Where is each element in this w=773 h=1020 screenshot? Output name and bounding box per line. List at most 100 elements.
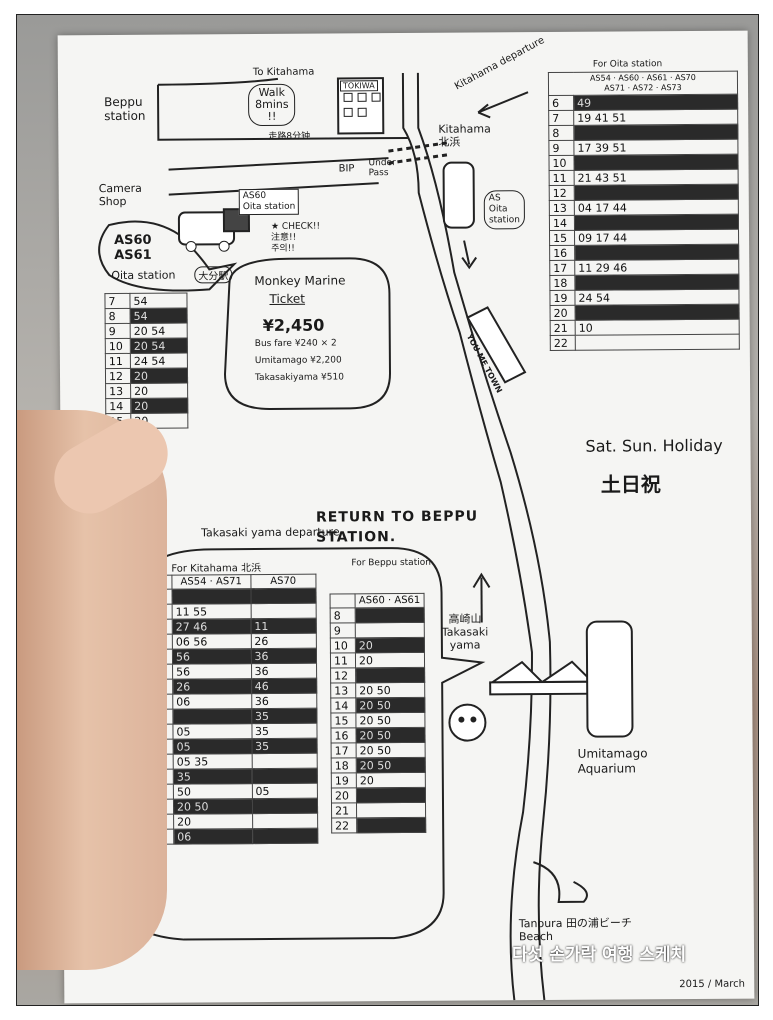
as60-oita-station-bubble: AS60 Oita station [238, 188, 300, 216]
takasaki-kitahama-title: For Kitahama 北浜 [171, 563, 262, 575]
takasaki-kitahama-timetable-row: 130636 [147, 693, 317, 710]
takasaki-beppu-timetable-row: 12 [330, 667, 425, 684]
minutes-cell [574, 244, 739, 261]
umitamago-label: Umitamago Aquarium [577, 746, 648, 776]
hour-cell: 20 [550, 305, 576, 321]
ticket-subtitle: Ticket [269, 291, 306, 306]
minutes-cell: 36 [251, 693, 317, 709]
hour-cell: 12 [549, 185, 575, 201]
minutes-cell [252, 813, 318, 829]
hour-cell: 11 [330, 652, 356, 669]
hour-cell: 13 [549, 200, 575, 216]
minutes-cell: 36 [251, 663, 317, 679]
hour-cell: 11 [105, 353, 131, 369]
kitahama-timetable-title: For Oita station [592, 59, 663, 70]
hour-cell: 9 [548, 140, 574, 156]
minutes-cell: 17 39 51 [573, 139, 738, 156]
ticket-bus-fare: Bus fare ¥240 × 2 [254, 338, 337, 350]
kitahama-timetable-row: 8 [548, 124, 738, 141]
minutes-cell: 27 46 [172, 618, 251, 635]
ticket-umitamago: Umitamago ¥2,200 [254, 355, 342, 367]
minutes-cell: 20 [356, 772, 426, 788]
takasaki-kitahama-timetable-row: 115636 [147, 663, 317, 680]
minutes-cell [575, 304, 740, 321]
minutes-cell [574, 184, 739, 201]
kitahama-timetable-row: 20 [550, 304, 740, 321]
minutes-cell: 56 [172, 663, 252, 680]
minutes-cell: 24 54 [574, 289, 740, 306]
minutes-cell: 20 54 [130, 338, 188, 354]
takasaki-beppu-timetable-row: 20 [331, 787, 426, 804]
minutes-cell: 20 [130, 368, 188, 384]
minutes-cell: 20 [355, 637, 425, 653]
minutes-cell: 20 50 [355, 697, 425, 713]
takasakiyama-label: 高崎山 Takasaki yama [441, 612, 489, 652]
minutes-cell: 05 [172, 723, 252, 740]
minutes-cell: 10 [575, 319, 740, 336]
minutes-cell: 21 43 51 [574, 169, 739, 186]
hour-cell: 8 [548, 125, 574, 141]
oita-station-label: Oita station [111, 268, 176, 283]
minutes-cell: 11 29 46 [574, 259, 739, 276]
takasaki-kitahama-timetable-row: 2120 [148, 813, 318, 830]
hour-cell: 16 [549, 245, 575, 261]
minutes-cell: 36 [250, 648, 317, 664]
minutes-cell [251, 798, 318, 814]
minutes-cell [573, 154, 739, 171]
minutes-cell: 35 [251, 723, 318, 739]
camera-shop-label: Camera Shop [98, 181, 142, 209]
minutes-cell: 54 [130, 308, 188, 324]
check-note: ★ CHECK!! 注意!! 주의!! [270, 221, 321, 254]
minutes-cell [252, 828, 318, 844]
beppu-station-label: Beppu station [104, 94, 146, 124]
ticket-price: ¥2,450 [262, 315, 325, 335]
minutes-cell [250, 603, 317, 619]
takasaki-kitahama-col2: AS70 [250, 574, 316, 589]
minutes-cell: 20 [173, 813, 253, 830]
hour-cell: 7 [548, 110, 574, 126]
minutes-cell: 06 [172, 693, 252, 710]
minutes-cell: 20 50 [355, 727, 426, 743]
walk-jp-label: 走路8分钟 [268, 131, 311, 142]
minutes-cell: 35 [251, 738, 318, 754]
minutes-cell: 06 56 [172, 633, 251, 650]
walk-bubble: Walk 8mins !! [247, 83, 296, 127]
tokiwa-label: TOKIWA [339, 80, 378, 92]
takasaki-kitahama-timetable-row: 150535 [147, 723, 318, 740]
minutes-cell: 20 54 [130, 323, 188, 339]
as-oita-station-bubble: AS Oita station [483, 190, 525, 230]
takasaki-kitahama-timetable-row: 105636 [147, 648, 317, 665]
takasaki-beppu-title: For Beppu station [351, 557, 431, 569]
kitahama-timetable-row: 14 [549, 214, 739, 231]
minutes-cell: 19 41 51 [573, 109, 738, 126]
minutes-cell: 49 [573, 94, 738, 111]
minutes-cell: 26 [250, 633, 317, 649]
minutes-cell: 26 [172, 678, 252, 695]
hour-cell: 21 [331, 802, 357, 819]
hour-cell: 20 [331, 787, 357, 804]
hour-cell: 14 [549, 215, 575, 231]
minutes-cell: 20 [130, 383, 188, 399]
hour-cell: 14 [105, 398, 131, 414]
minutes-cell: 20 50 [356, 757, 426, 773]
minutes-cell: 09 17 44 [574, 229, 739, 246]
minutes-cell [574, 214, 739, 231]
hour-cell: 12 [105, 368, 131, 384]
hour-cell: 14 [330, 697, 356, 714]
hour-cell: 19 [331, 772, 357, 789]
minutes-cell [575, 334, 740, 351]
map-lines [98, 72, 634, 1001]
